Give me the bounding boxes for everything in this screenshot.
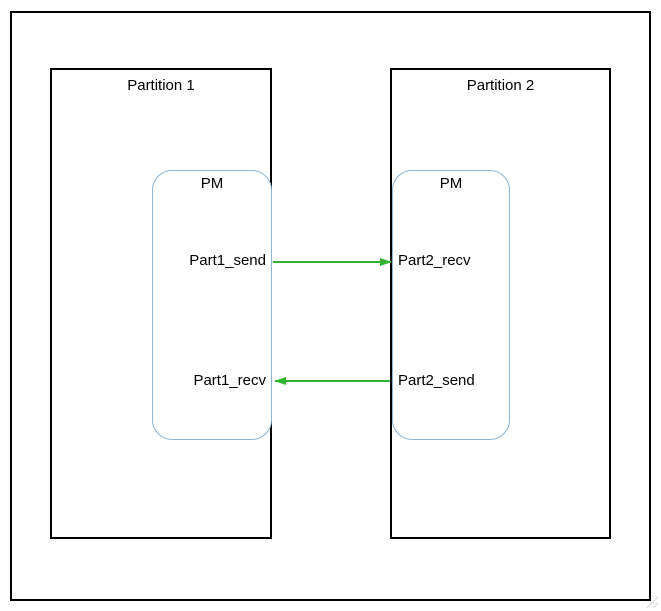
pm-label-partition-1: PM [200,175,224,192]
partition-1-label: Partition 1 [127,77,195,94]
pm-box-partition-1 [152,170,272,440]
port-label-part1-send: Part1_send [189,252,266,269]
port-label-part2-send: Part2_send [398,372,475,389]
port-label-part2-recv: Part2_recv [398,252,471,269]
diagram-outer-frame [10,11,651,601]
port-label-part1-recv: Part1_recv [193,372,266,389]
pm-box-partition-2 [392,170,510,440]
pm-label-partition-2: PM [439,175,463,192]
partition-2-label: Partition 2 [466,77,535,94]
